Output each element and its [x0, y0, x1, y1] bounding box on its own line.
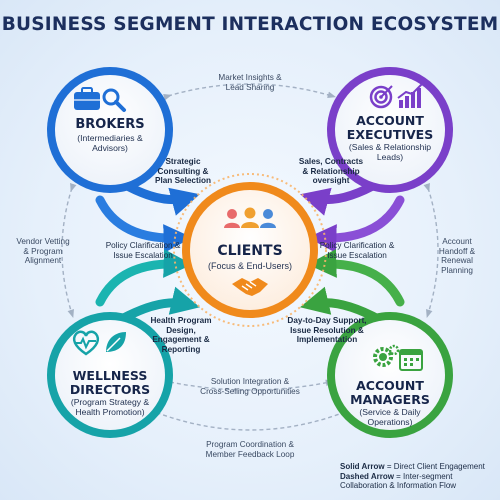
account-executives-subtitle: (Sales & Relationship Leads) [348, 142, 432, 162]
magnifier-icon [102, 88, 126, 112]
label-wd-to-clients: Health Program Design, Engagement & Repo… [150, 316, 212, 354]
label-dashed-middle-bottom: Solution Integration & Cross-Selling Opp… [200, 377, 300, 396]
legend-solid-key: Solid Arrow [340, 462, 385, 471]
node-clients [173, 173, 327, 327]
heartbeat-icon [72, 330, 100, 356]
gears-icon [373, 344, 400, 367]
legend-solid-text: = Direct Client Engagement [384, 462, 485, 471]
label-inner-right: Policy Clarification & Issue Escalation [319, 241, 395, 260]
dashed-arrow-bottom [144, 405, 354, 431]
legend-dashed-text: = Inter-segment Collaboration & Informat… [340, 471, 457, 491]
account-managers-title-line1: ACCOUNT [356, 378, 424, 393]
wellness-directors-title-line1: WELLNESS [72, 368, 148, 383]
label-dashed-top: Market Insights & Lead Sharing [218, 73, 282, 92]
label-dashed-right: Account Handoff & Renewal Planning [438, 237, 476, 275]
handshake-icon [232, 278, 268, 296]
brokers-subtitle: (Intermediaries & Advisors) [77, 133, 143, 153]
account-executives-title-line2: EXECUTIVES [346, 127, 434, 142]
account-managers-subtitle: (Service & Daily Operations) [359, 407, 421, 427]
clients-subtitle: (Focus & End-Users) [207, 261, 293, 271]
people-icon [224, 207, 276, 228]
clients-title: CLIENTS [217, 243, 283, 259]
solid-arrow-ae-inner [307, 195, 405, 253]
label-am-to-clients: Day-to-Day Support, Issue Resolution & I… [287, 316, 367, 345]
solid-arrow-brokers-inner [95, 195, 193, 253]
wellness-directors-title-line2: DIRECTORS [69, 382, 151, 397]
label-inner-left: Policy Clarification & Issue Escalation [105, 241, 181, 260]
wellness-directors-subtitle: (Program Strategy & Health Promotion) [70, 397, 150, 417]
brokers-title: BROKERS [75, 117, 145, 132]
briefcase-icon [74, 87, 100, 110]
calendar-icon [399, 349, 423, 371]
legend-dashed: Dashed Arrow = Inter-segment Collaborati… [340, 472, 498, 491]
solid-arrow-am-inner [307, 249, 405, 307]
account-managers-title-line2: MANAGERS [350, 392, 430, 407]
label-ae-to-clients: Sales, Contracts & Relationship oversigh… [298, 157, 364, 186]
label-brokers-to-clients: Strategic Consulting & Plan Selection [155, 157, 211, 186]
account-executives-title-line1: ACCOUNT [356, 113, 424, 128]
growth-chart-icon [397, 83, 423, 108]
label-dashed-left: Vendor Vetting & Program Alignment [16, 237, 70, 266]
diagram-title: BUSINESS SEGMENT INTERACTION ECOSYSTEM [1, 14, 499, 35]
dashed-arrow-left [61, 182, 77, 319]
legend-solid: Solid Arrow = Direct Client Engagement [340, 462, 498, 472]
label-dashed-bottom: Program Coordination & Member Feedback L… [205, 440, 295, 459]
target-icon [369, 85, 393, 109]
dashed-arrow-middle-bottom [165, 377, 335, 391]
legend-dashed-key: Dashed Arrow [340, 471, 394, 481]
legend: Solid Arrow = Direct Client Engagement D… [340, 462, 498, 491]
dashed-arrow-right [423, 182, 439, 319]
solid-arrow-wd-inner [95, 249, 193, 307]
node-account-managers [327, 312, 453, 438]
leaf-icon [106, 332, 126, 352]
